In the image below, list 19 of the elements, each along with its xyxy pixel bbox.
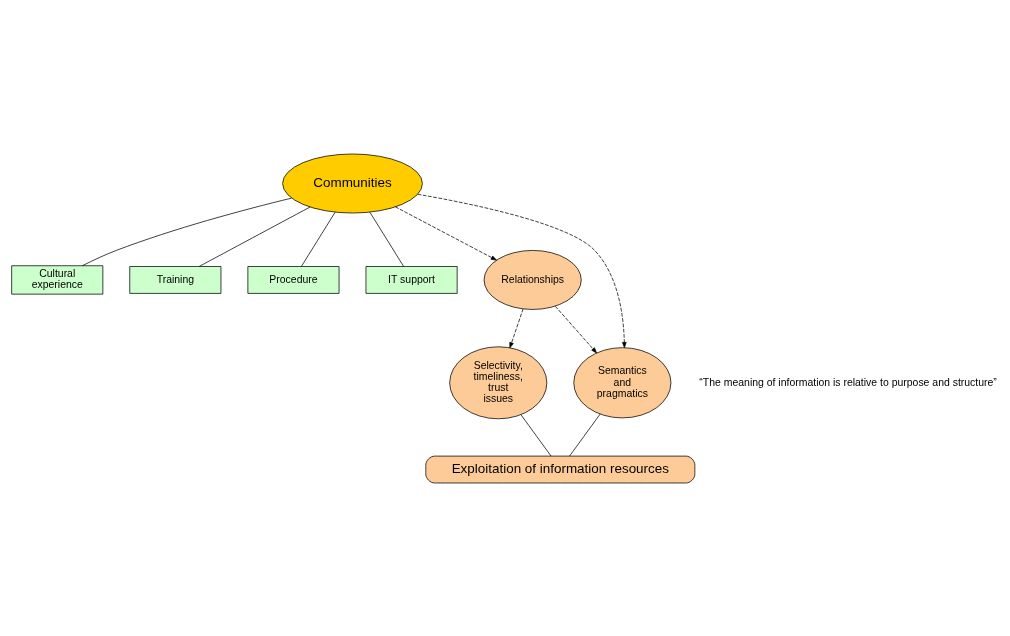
- arrow: [395, 206, 497, 260]
- connector: [198, 206, 311, 267]
- node-box: Training: [129, 265, 222, 294]
- connector: [569, 413, 601, 456]
- label: “The meaning of information is relative to purpose and structure”: [699, 376, 997, 388]
- node-ellipse: Selectivity, timeliness, trust issues: [449, 345, 548, 419]
- arrow: [417, 193, 627, 348]
- connector: [82, 197, 292, 266]
- node-box: Cultural experience: [11, 264, 104, 294]
- connector: [520, 413, 552, 456]
- arrow: [554, 305, 597, 353]
- node-box: Procedure: [247, 265, 340, 294]
- connector: [301, 211, 336, 267]
- node-ellipse: Communities: [282, 153, 423, 213]
- node-box: IT support: [365, 265, 458, 294]
- arrow: [509, 308, 524, 348]
- node-ellipse: Relationships: [483, 249, 582, 310]
- connector: [369, 211, 404, 267]
- node-box: Exploitation of information resources: [425, 455, 696, 483]
